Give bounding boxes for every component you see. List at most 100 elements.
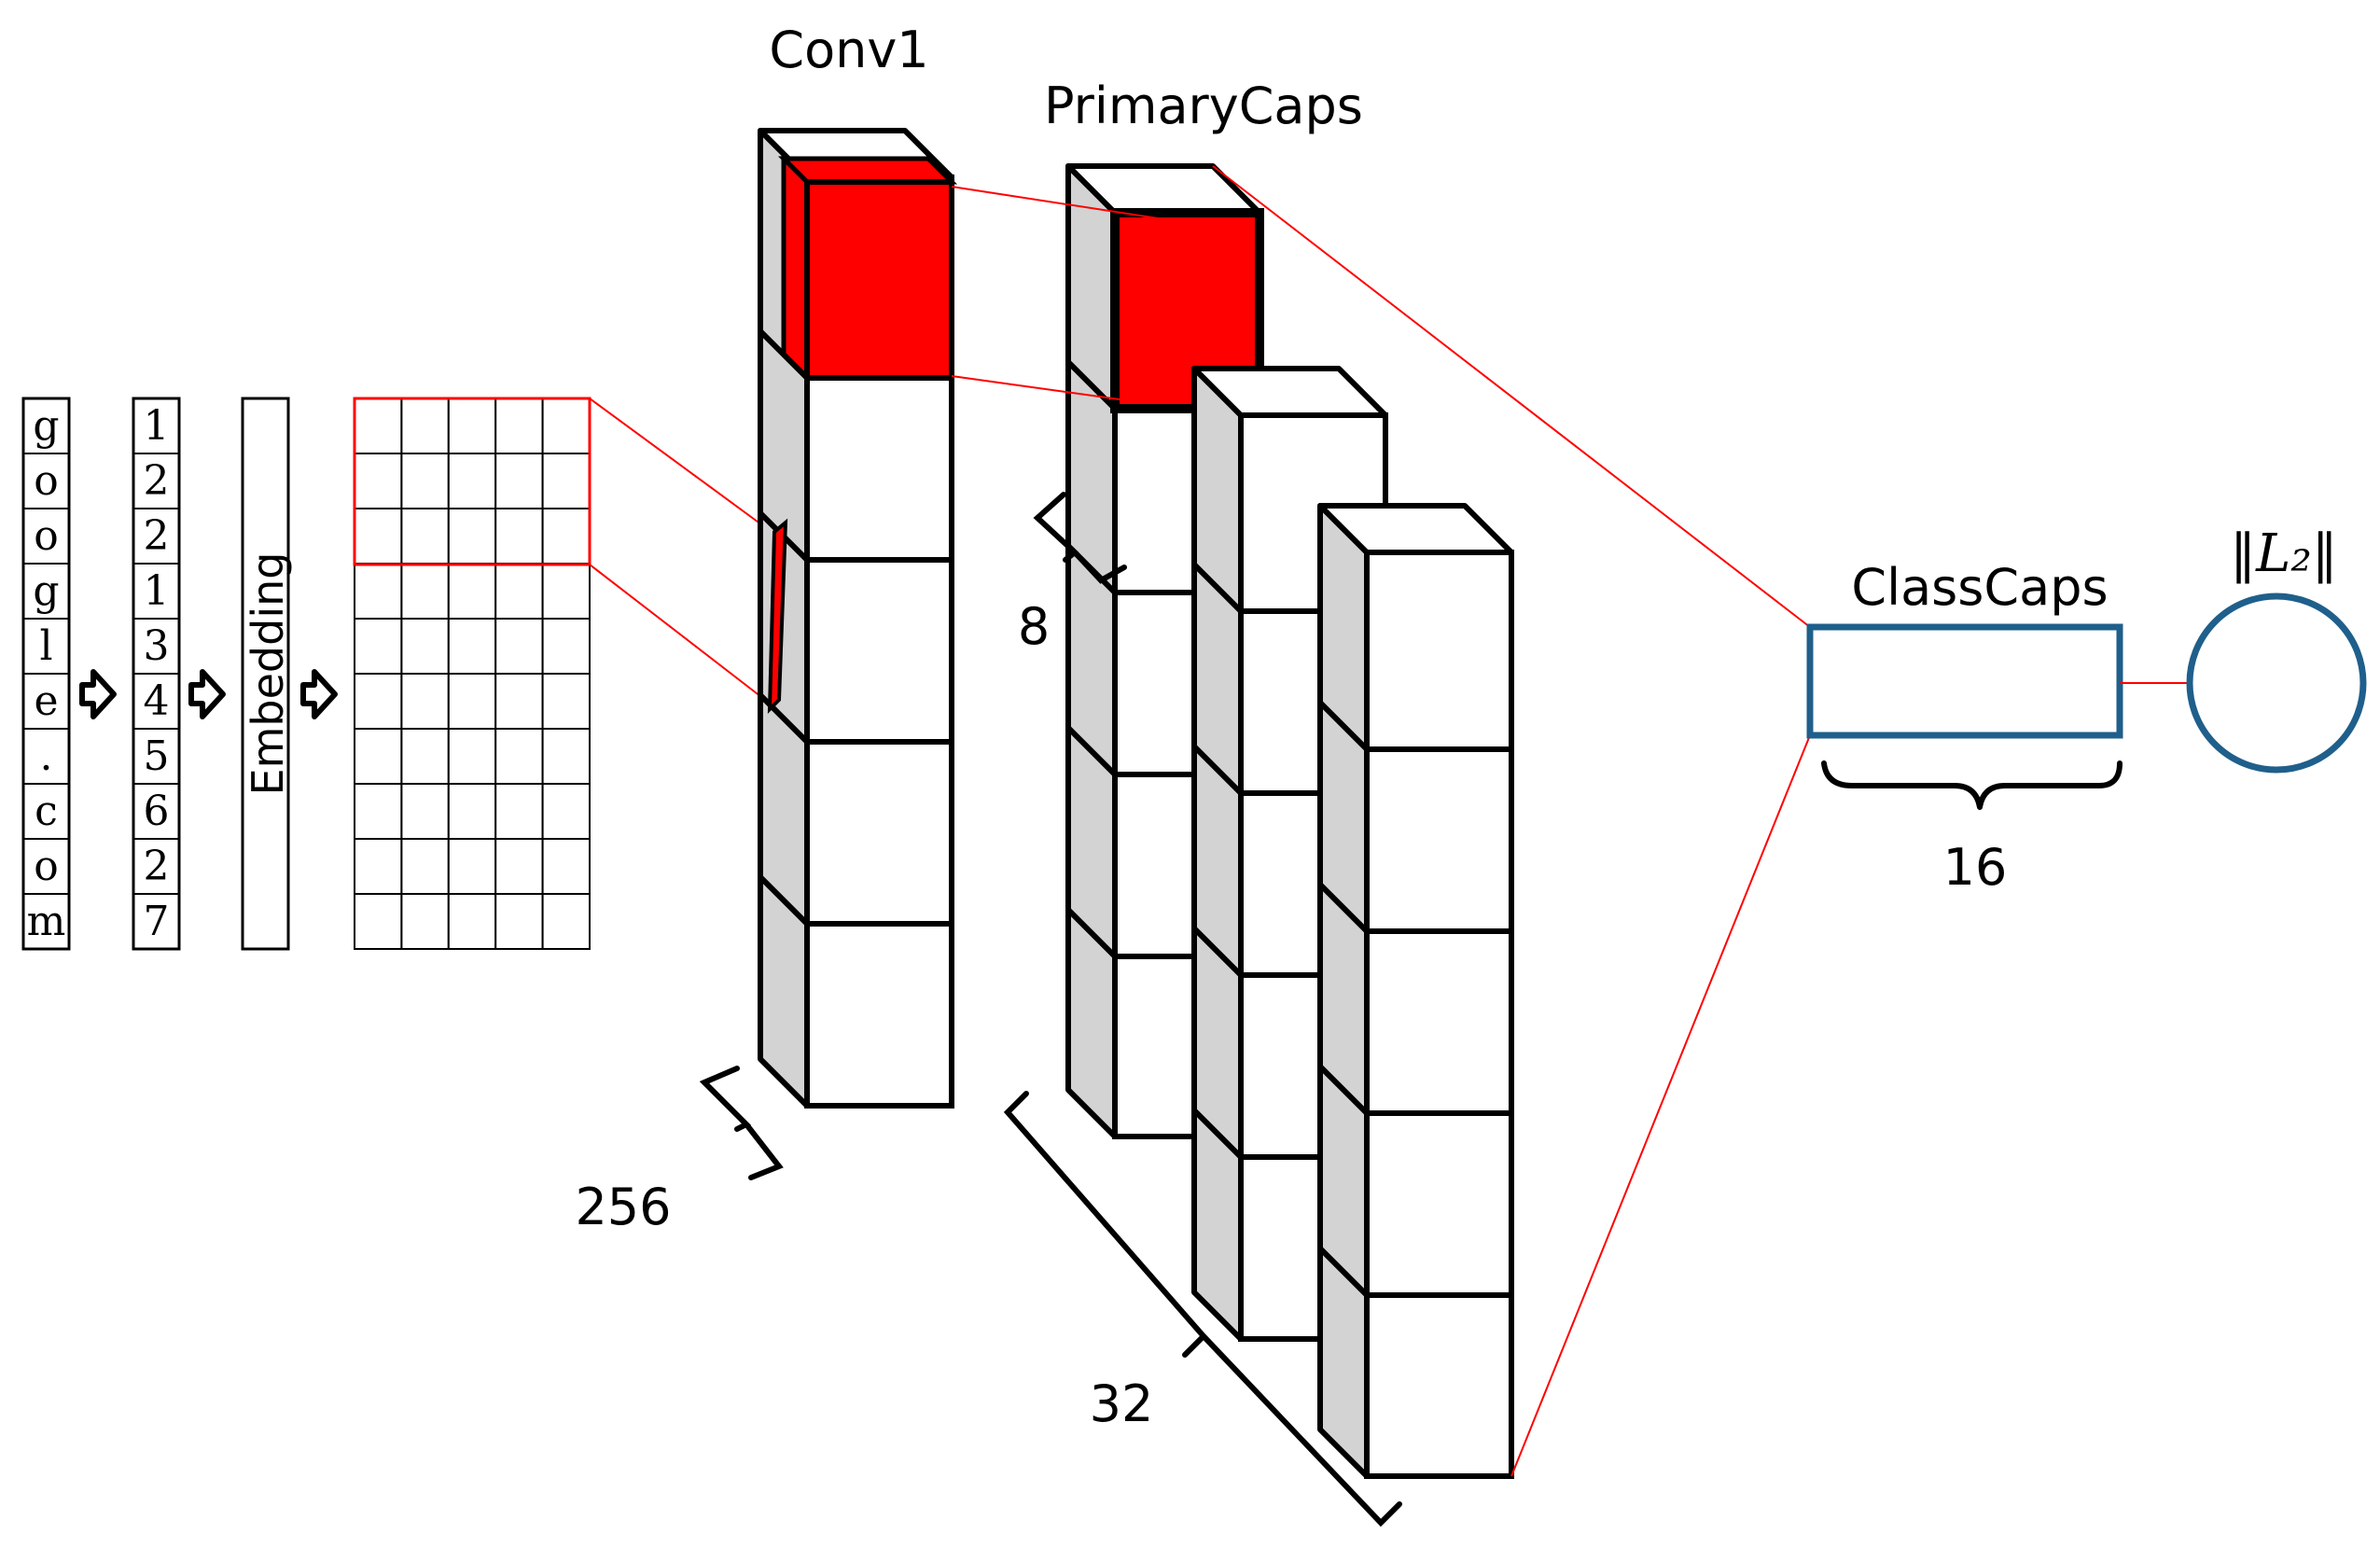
capsule-dim-brace (1033, 492, 1127, 584)
primarycaps-column-3 (1317, 503, 1514, 1479)
matrix-cell (494, 453, 544, 509)
input-index-text: 3 (144, 622, 170, 670)
capsule-dim-label: 8 (1018, 597, 1050, 656)
matrix-cell (354, 673, 403, 730)
input-index-text: 5 (144, 732, 170, 780)
matrix-to-conv1-connectors (589, 397, 766, 701)
matrix-cell (494, 838, 544, 895)
matrix-cell (447, 728, 497, 785)
matrix-cell (447, 838, 497, 895)
matrix-cell (354, 397, 403, 454)
matrix-cell (354, 508, 403, 565)
matrix-cell (447, 783, 497, 840)
input-index-text: 2 (144, 843, 170, 890)
input-char-text: l (39, 622, 52, 670)
classcaps-label: ClassCaps (1851, 558, 2108, 617)
input-index-text: 2 (144, 457, 170, 505)
matrix-cell (494, 728, 544, 785)
conv1-depth-brace (699, 1066, 784, 1180)
matrix-cell (400, 783, 450, 840)
input-char-cell (22, 893, 70, 950)
matrix-cell (541, 618, 591, 675)
matrix-cell (447, 563, 497, 620)
input-char-text: o (34, 457, 59, 505)
matrix-cell (541, 563, 591, 620)
classcaps-box (1806, 623, 2123, 739)
matrix-cell (541, 397, 591, 454)
matrix-cell (541, 728, 591, 785)
matrix-cell (447, 453, 497, 509)
matrix-cell (494, 783, 544, 840)
matrix-cell (541, 838, 591, 895)
matrix-cell (541, 893, 591, 950)
embedding-label: Embedding (243, 552, 293, 796)
matrix-cell (354, 838, 403, 895)
input-char-text: c (35, 788, 58, 835)
matrix-cell (494, 508, 544, 565)
matrix-cell (541, 783, 591, 840)
matrix-cell (400, 508, 450, 565)
conv1-active-kernel (804, 179, 954, 381)
matrix-cell (494, 893, 544, 950)
input-char-text: g (33, 402, 59, 450)
embedding-matrix (353, 397, 592, 950)
matrix-cell (494, 563, 544, 620)
matrix-cell (400, 728, 450, 785)
classcaps-dim-label: 16 (1943, 838, 2008, 897)
input-index-text: 1 (144, 567, 170, 615)
conv1-to-primarycaps-connectors (951, 186, 1195, 400)
matrix-cell (400, 838, 450, 895)
matrix-cell (447, 618, 497, 675)
matrix-cell (447, 673, 497, 730)
matrix-cell (400, 673, 450, 730)
conv1-label: Conv1 (769, 21, 928, 79)
matrix-cell (494, 397, 544, 454)
l2-norm-label: ‖L₂‖ (2230, 523, 2338, 584)
primarycaps-active-capsule (1110, 208, 1264, 413)
classcaps-dim-brace (1821, 760, 2123, 810)
input-char-text: . (40, 732, 53, 780)
matrix-highlight-window (353, 397, 592, 566)
matrix-cell (541, 508, 591, 565)
matrix-cell (354, 618, 403, 675)
input-index-text: 6 (144, 788, 170, 835)
matrix-cell (447, 508, 497, 565)
embedding-box (241, 397, 290, 951)
matrix-cell (354, 453, 403, 509)
primarycaps-label: PrimaryCaps (1044, 77, 1363, 135)
conv1-depth-label: 256 (575, 1178, 671, 1236)
matrix-cell (400, 893, 450, 950)
matrix-cell (494, 673, 544, 730)
conv1-block (758, 128, 958, 1109)
matrix-cell (541, 453, 591, 509)
matrix-cell (400, 563, 450, 620)
input-char-text: e (34, 677, 58, 725)
embedding-layer: Embedding (241, 397, 293, 951)
matrix-cell (354, 783, 403, 840)
matrix-cell (400, 618, 450, 675)
input-index-text: 7 (144, 898, 170, 945)
input-char-text: g (33, 567, 59, 615)
input-char-text: o (34, 512, 59, 560)
matrix-cell (354, 728, 403, 785)
arrow-icon (188, 669, 226, 719)
matrix-cell (447, 397, 497, 454)
arrow-icon (300, 669, 338, 719)
input-char-text: o (34, 843, 59, 890)
arrow-icon (79, 669, 117, 719)
input-index-text: 1 (144, 402, 170, 450)
matrix-cell (400, 453, 450, 509)
l2-norm-circle (2186, 593, 2367, 774)
capsule-count-brace (1003, 1091, 1402, 1527)
input-char-text: m (27, 898, 66, 945)
input-index-text: 4 (144, 677, 170, 725)
matrix-cell (400, 397, 450, 454)
capsule-count-label: 32 (1090, 1374, 1154, 1433)
input-index-column: 1 2 2 1 3 4 5 6 2 7 (132, 397, 181, 951)
matrix-cell (447, 893, 497, 950)
input-index-text: 2 (144, 512, 170, 560)
matrix-cell (494, 618, 544, 675)
input-index-cell (132, 893, 180, 950)
matrix-cell (541, 673, 591, 730)
